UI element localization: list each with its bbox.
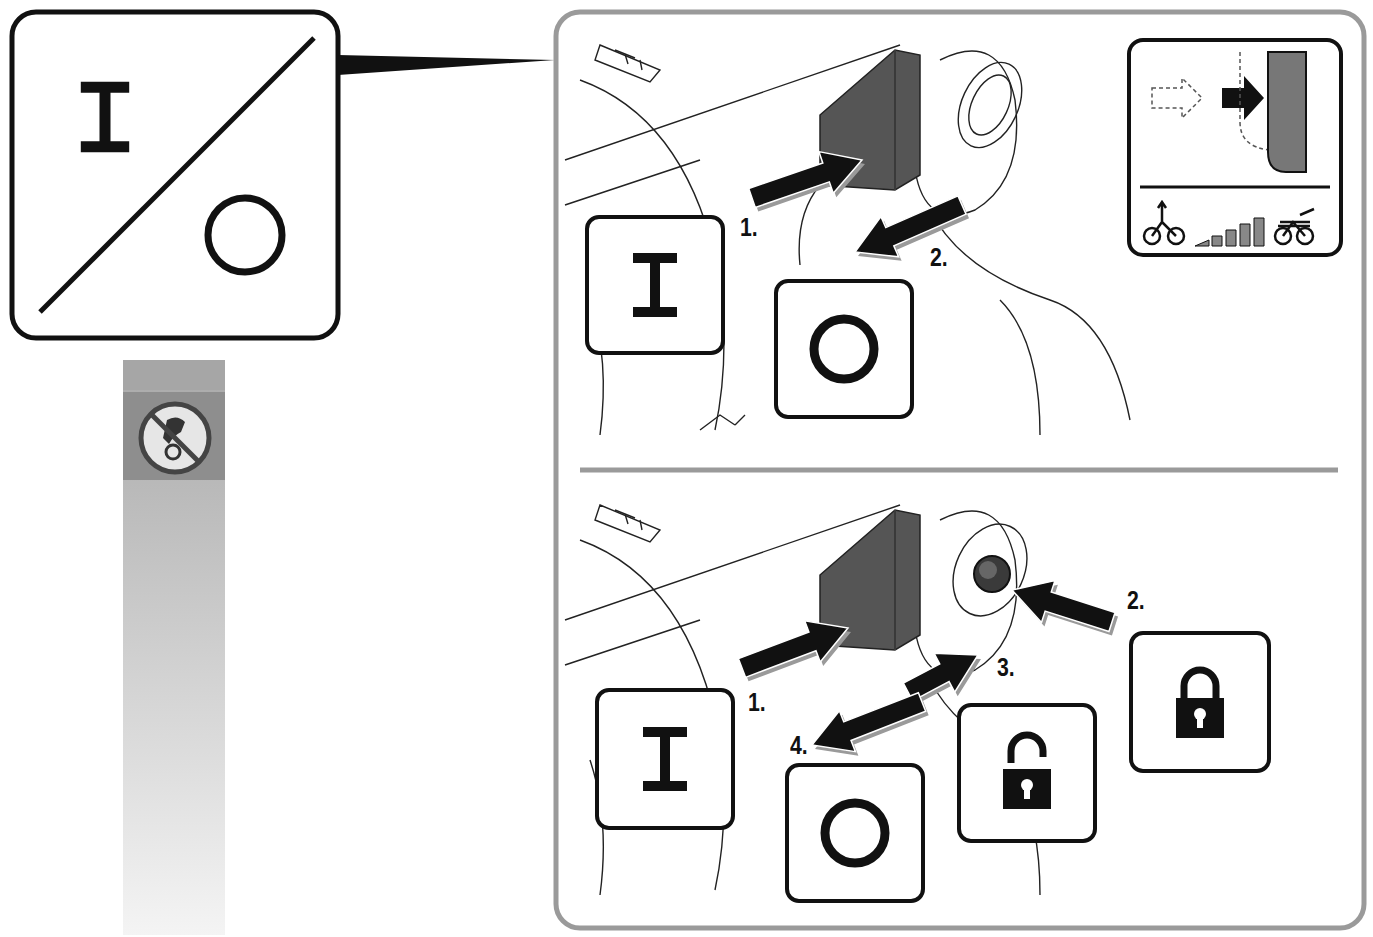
direction-arrow xyxy=(855,196,966,257)
callout-number: 3. xyxy=(997,655,1015,680)
callout-number: 1. xyxy=(748,690,766,715)
callout-number: 2. xyxy=(930,245,948,270)
callout-number: 1. xyxy=(740,215,758,240)
direction-arrow xyxy=(738,621,848,678)
direction-arrow xyxy=(1012,581,1115,632)
direction-arrow xyxy=(812,693,926,752)
direction-arrow xyxy=(749,152,862,208)
callout-number: 4. xyxy=(790,733,808,758)
callout-number: 2. xyxy=(1127,588,1145,613)
